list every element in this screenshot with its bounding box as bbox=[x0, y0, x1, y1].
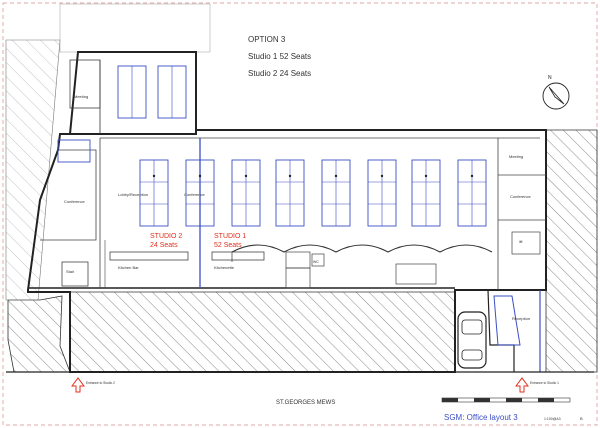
studio1-seats: 52 Seats bbox=[214, 242, 242, 249]
north-wing bbox=[68, 51, 197, 135]
room-reception: Reception bbox=[512, 316, 530, 321]
studio2-name: STUDIO 2 bbox=[150, 233, 182, 240]
desk-cluster bbox=[321, 159, 351, 227]
desk-cluster bbox=[457, 159, 487, 227]
drawing-revision: B bbox=[580, 416, 583, 421]
drawing-scale: 1:100@A3 bbox=[544, 417, 561, 421]
room-kitchen-bar: Kitchen Bar bbox=[118, 265, 139, 270]
studio1-seats-label: Studio 1 52 Seats bbox=[248, 52, 311, 61]
room-lift: lift bbox=[519, 240, 523, 244]
desk-cluster bbox=[275, 159, 305, 227]
option-label: OPTION 3 bbox=[248, 35, 286, 44]
desk-clusters bbox=[139, 159, 487, 227]
room-conference-mid: Conference bbox=[184, 192, 205, 197]
hatched-neighbours bbox=[5, 3, 598, 373]
room-kitchenette: Kitchenette bbox=[214, 265, 235, 270]
room-wc: WC bbox=[313, 260, 319, 264]
desk-cluster bbox=[367, 159, 397, 227]
car-icon bbox=[457, 311, 487, 369]
room-conference-left: Conference bbox=[64, 199, 85, 204]
studio1-name: STUDIO 1 bbox=[214, 233, 246, 240]
room-lobby: Lobby/Reception bbox=[118, 192, 148, 197]
room-meeting-top: Meeting bbox=[74, 94, 88, 99]
room-meeting-right: Meeting bbox=[509, 154, 523, 159]
desk-cluster bbox=[185, 159, 215, 227]
room-conference-right: Conference bbox=[510, 194, 531, 199]
room-stair: Stair bbox=[66, 269, 75, 274]
compass-icon bbox=[542, 82, 570, 110]
drawing-title: SGM: Office layout 3 bbox=[444, 413, 518, 422]
entrance-studio2-label: Entrance to Studio 2 bbox=[86, 381, 115, 385]
desk-cluster bbox=[139, 159, 169, 227]
street-name: ST.GEORGES MEWS bbox=[276, 400, 335, 406]
entrance-studio1-label: Entrance to Studio 1 bbox=[530, 381, 559, 385]
entrance-arrow-icon bbox=[71, 377, 529, 393]
north-label: N bbox=[548, 75, 552, 81]
studio2-seats: 24 Seats bbox=[150, 242, 178, 249]
scale-bar bbox=[441, 397, 571, 403]
desk-cluster bbox=[231, 159, 261, 227]
studio2-seats-label: Studio 2 24 Seats bbox=[248, 69, 311, 78]
desk-cluster bbox=[411, 159, 441, 227]
